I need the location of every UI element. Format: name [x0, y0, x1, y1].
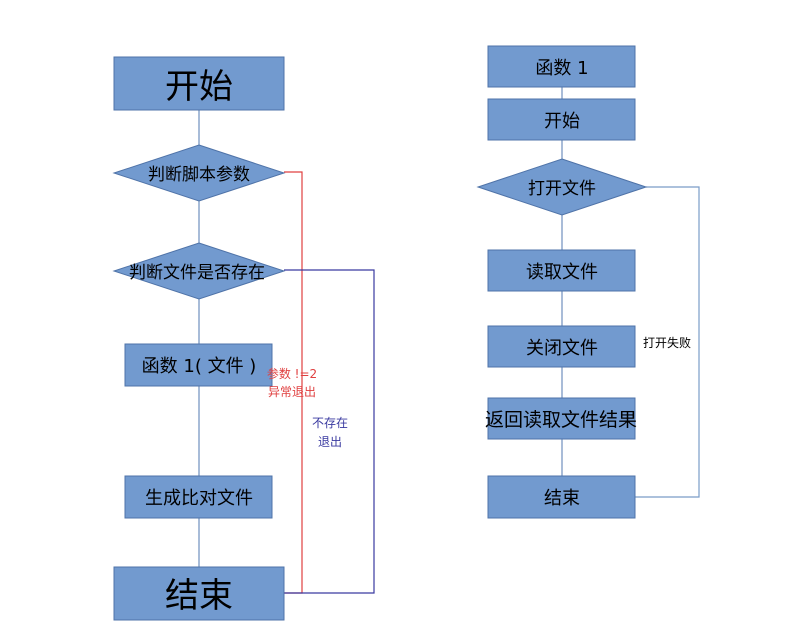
- return-result-box: [487, 397, 636, 440]
- check-args-label: 判断脚本参数: [148, 165, 250, 185]
- not-exist-label-line1: 不存在: [312, 416, 348, 430]
- left-end-label: 结束: [165, 576, 233, 616]
- open-file-diamond: [476, 158, 648, 216]
- args-error-label-line2: 异常退出: [268, 385, 316, 399]
- left-start-label: 开始: [165, 67, 233, 107]
- left-start-box: [113, 56, 285, 111]
- close-file-label: 关闭文件: [526, 338, 598, 359]
- right-end-label: 结束: [544, 488, 580, 509]
- right-start-box: [487, 98, 636, 141]
- read-file-box: [487, 249, 636, 292]
- open-file-label: 打开文件: [528, 179, 596, 199]
- open-fail-path: [635, 186, 700, 498]
- gen-file-label: 生成比对文件: [145, 488, 253, 509]
- check-file-label: 判断文件是否存在: [129, 263, 265, 283]
- args-error-label-line1: 参数 !=2: [267, 366, 317, 381]
- call-func-label: 函数 1( 文件 ): [142, 356, 257, 377]
- right-end-box: [487, 475, 636, 519]
- func-title-box: [487, 45, 636, 88]
- open-fail-label: 打开失败: [643, 335, 691, 350]
- error-exit-path: [284, 171, 303, 594]
- read-file-label: 读取文件: [526, 262, 598, 283]
- not-exist-label-line2: 退出: [318, 435, 342, 449]
- check-file-diamond: [112, 242, 286, 300]
- close-file-box: [487, 325, 636, 368]
- left-end-box: [113, 566, 285, 621]
- right-start-label: 开始: [544, 111, 580, 132]
- func-title-label: 函数 1: [535, 58, 588, 79]
- call-func-box: [124, 343, 273, 387]
- not-exist-exit-path: [284, 269, 375, 594]
- check-args-diamond: [112, 144, 286, 202]
- gen-file-box: [124, 475, 273, 519]
- return-result-label: 返回读取文件结果: [485, 409, 637, 431]
